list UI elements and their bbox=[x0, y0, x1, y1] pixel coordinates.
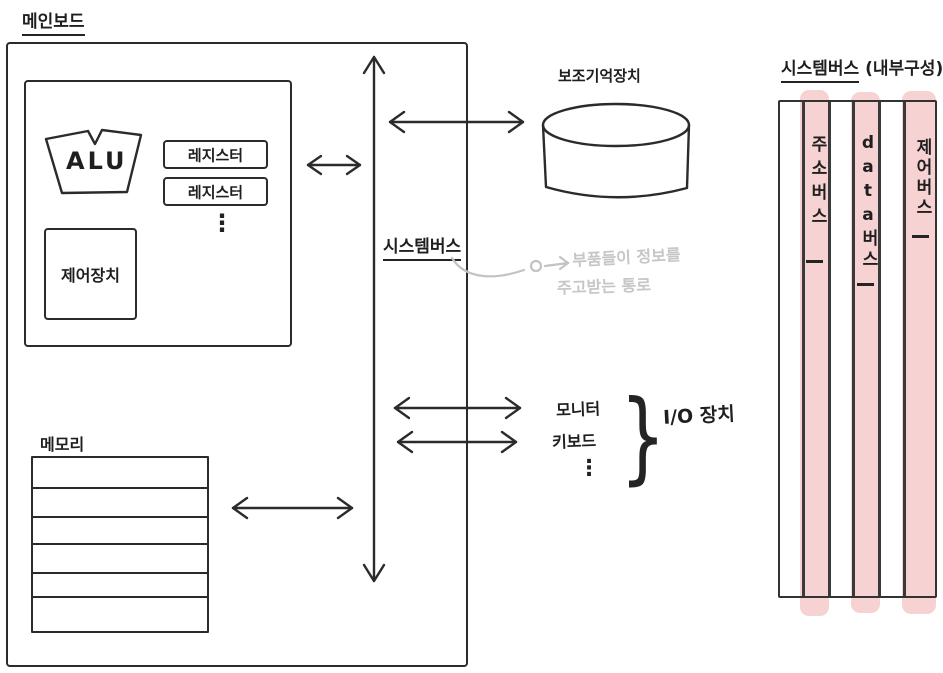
mainboard-label: 메인보드 bbox=[22, 7, 85, 36]
register-box-1: 레지스터 bbox=[163, 140, 268, 169]
bus-internal-title: 시스템버스 (내부구성) bbox=[781, 54, 943, 83]
control-unit-box: 제어장치 bbox=[44, 228, 137, 320]
panel-divider bbox=[903, 102, 906, 596]
control-bus-vertical-label: 제어버스 bbox=[912, 138, 932, 218]
memory-row-line bbox=[32, 596, 208, 598]
bus-note-connector bbox=[450, 255, 570, 278]
register-label-1: 레지스터 bbox=[187, 146, 244, 164]
memory-box bbox=[31, 456, 209, 633]
register-box-2: 레지스터 bbox=[163, 177, 268, 206]
panel-divider bbox=[878, 102, 881, 596]
panel-divider bbox=[852, 102, 855, 596]
registers-ellipsis: ⋮ bbox=[210, 209, 234, 237]
address-bus-underline bbox=[806, 260, 823, 263]
control-unit-label: 제어장치 bbox=[61, 266, 120, 285]
bus-internal-title-suffix: (내부구성) bbox=[859, 59, 943, 79]
memory-label: 메모리 bbox=[40, 435, 85, 454]
highlight-stripe-control-bus bbox=[902, 91, 936, 614]
cpu-box bbox=[24, 80, 292, 347]
system-bus-label: 시스템버스 bbox=[383, 232, 462, 261]
monitor-label: 모니터 bbox=[555, 399, 601, 420]
bus-note-line1: 부품들이 정보를 bbox=[571, 245, 682, 270]
memory-row-line bbox=[32, 572, 208, 574]
secondary-storage-label: 보조기억장치 bbox=[558, 67, 641, 85]
highlight-stripe-address-bus bbox=[800, 90, 829, 616]
io-group-label: I/O 장치 bbox=[662, 403, 736, 429]
panel-divider bbox=[802, 102, 805, 596]
bus-internal-title-main: 시스템버스 bbox=[781, 59, 860, 83]
mainboard-box bbox=[6, 42, 468, 667]
address-bus-vertical-label: 주소버스 bbox=[807, 135, 827, 231]
storage-cylinder bbox=[541, 102, 691, 199]
bus-internal-panel bbox=[778, 100, 937, 598]
io-group-brace: } bbox=[620, 378, 666, 495]
register-label-2: 레지스터 bbox=[187, 183, 244, 201]
keyboard-label: 키보드 bbox=[551, 431, 597, 452]
data-bus-vertical-label: data버스 bbox=[858, 133, 878, 271]
panel-divider bbox=[828, 102, 831, 596]
data-bus-underline bbox=[857, 283, 874, 286]
alu-label: ALU bbox=[66, 147, 128, 175]
memory-row-line bbox=[32, 487, 208, 489]
io-ellipsis: ⋮ bbox=[578, 456, 600, 481]
memory-row-line bbox=[32, 543, 208, 545]
bus-note-line2: 주고받는 통로 bbox=[556, 275, 652, 298]
memory-row-line bbox=[32, 516, 208, 518]
highlight-stripe-data-bus bbox=[851, 92, 880, 613]
control-bus-underline bbox=[912, 235, 929, 238]
